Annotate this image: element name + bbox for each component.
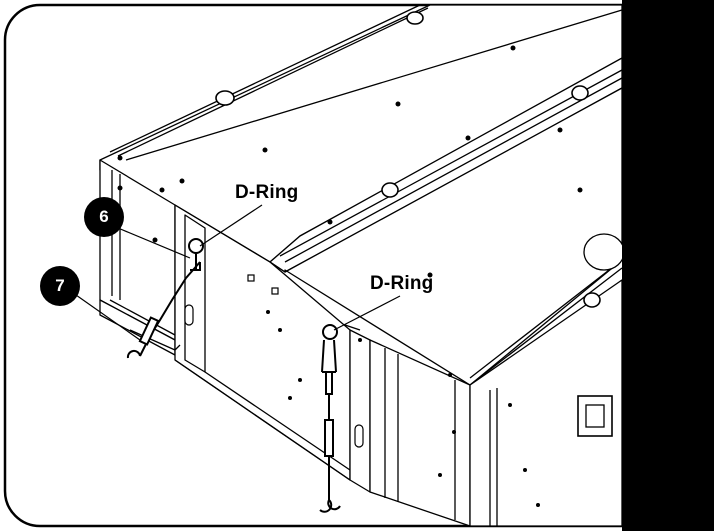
leader-badge-7 xyxy=(75,294,141,341)
side-bar xyxy=(622,0,714,531)
callout-badge-7: 7 xyxy=(40,266,80,306)
eye-bolt xyxy=(571,85,589,101)
lower-turnbuckle xyxy=(319,324,341,513)
eye-bolt xyxy=(381,182,399,198)
leader-d-ring-lower xyxy=(333,295,401,331)
middle-rail xyxy=(279,69,623,263)
leader-badge-6 xyxy=(117,227,191,259)
callout-badge-6: 6 xyxy=(84,197,124,237)
eye-bolt xyxy=(583,292,601,308)
upper-turnbuckle xyxy=(126,238,204,359)
column-mid xyxy=(349,329,371,493)
eye-bolt xyxy=(406,11,424,25)
leader-d-ring-upper xyxy=(199,204,263,247)
front-panel-top xyxy=(284,87,623,386)
upper-rail xyxy=(109,4,623,161)
d-ring-label-lower: D-Ring xyxy=(370,273,434,294)
eye-bolt xyxy=(215,90,235,106)
d-ring-label-upper: D-Ring xyxy=(235,182,299,203)
round-port xyxy=(583,233,625,271)
connector-plate xyxy=(577,395,613,437)
